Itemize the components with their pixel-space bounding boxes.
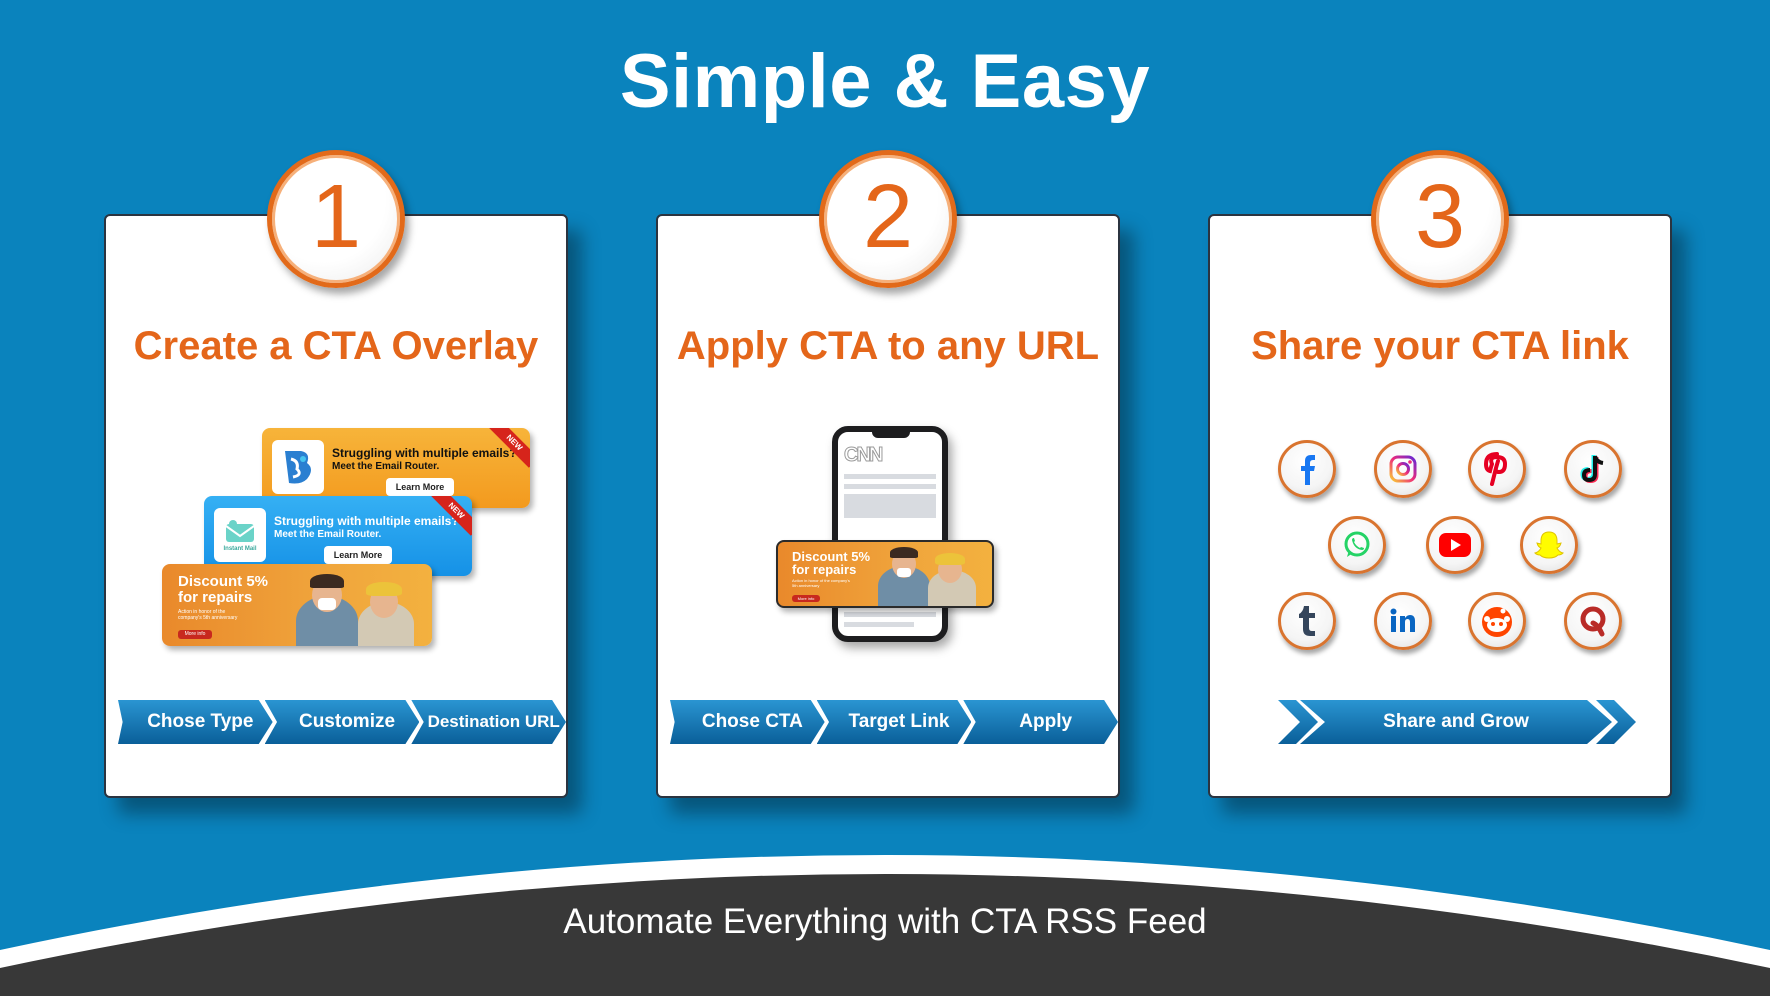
linkedin-icon[interactable] [1374,592,1432,650]
snapchat-icon[interactable] [1520,516,1578,574]
facebook-icon[interactable] [1278,440,1336,498]
placeholder-line [844,484,936,489]
step-card-apply: 2 Apply CTA to any URL CNN Discount 5% f… [656,150,1120,798]
card-title: Apply CTA to any URL [676,324,1100,368]
step-chose-cta: Chose CTA [670,700,825,744]
pinterest-icon[interactable] [1468,440,1526,498]
instagram-icon[interactable] [1374,440,1432,498]
learn-more-button: Learn More [386,478,454,496]
step-destination-url: Destination URL [411,700,567,744]
overlay-title: Struggling with multiple emails? [332,446,517,460]
placeholder-line [844,474,936,479]
overlay-subtitle: Meet the Email Router. [274,529,382,540]
overlay-preview-discount: Discount 5% for repairs Action in honor … [162,564,432,646]
page-title: Simple & Easy [619,39,1151,124]
cta-overlay-on-phone: Discount 5% for repairs Action in honor … [776,540,994,608]
step-chevrons: Chose Type Customize Destination URL [118,700,567,744]
step-chose-type: Chose Type [118,700,273,744]
more-info-button: More info [792,595,820,602]
step-apply: Apply [963,700,1119,744]
promo-subtitle: Action in honor of the company's 5th ann… [792,578,850,588]
promo-subtitle: Action in honor of the company's 5th ann… [178,609,238,621]
instant-mail-logo-icon: Instant Mail [214,508,266,562]
youtube-icon[interactable] [1426,516,1484,574]
step-number-badge: 1 [267,150,405,288]
promo-title: Discount 5% [178,573,269,590]
step-target-link: Target Link [816,700,972,744]
promo-title: Discount 5% [792,549,871,564]
promo-title-line2: for repairs [792,562,857,577]
step-customize: Customize [264,700,420,744]
step-share-and-grow: Share and Grow [1300,700,1612,744]
share-chevron: Share and Grow [1278,700,1636,744]
step-number-badge: 2 [819,150,957,288]
footer-text: Automate Everything with CTA RSS Feed [563,902,1207,941]
placeholder-line [844,622,914,627]
card-title: Share your CTA link [1251,324,1629,368]
tumblr-icon[interactable] [1278,592,1336,650]
promo-title-line2: for repairs [178,589,253,606]
site-logo: CNN [843,444,883,467]
placeholder-line [844,612,936,617]
step-chevrons: Chose CTA Target Link Apply [670,700,1119,744]
learn-more-button: Learn More [324,546,392,564]
overlay-preview-instant-mail: Instant Mail Struggling with multiple em… [204,496,472,576]
step-card-create: 1 Create a CTA Overlay Struggling with m… [104,150,568,798]
overlay-preview-email-router: Struggling with multiple emails? Meet th… [262,428,530,508]
more-info-button: More info [178,630,212,639]
overlay-subtitle: Meet the Email Router. [332,461,440,472]
quora-icon[interactable] [1564,592,1622,650]
footer-banner [0,855,1770,996]
bird-logo-icon [272,440,324,494]
whatsapp-icon[interactable] [1328,516,1386,574]
step-card-share: 3 Share your CTA link Share and Grow [1208,150,1672,798]
logo-caption: Instant Mail [223,546,257,552]
phone-mockup: CNN [832,426,948,642]
overlay-title: Struggling with multiple emails? [274,514,459,528]
card-title: Create a CTA Overlay [133,324,539,368]
phone-notch [872,432,910,438]
placeholder-block [844,494,936,518]
step-number-badge: 3 [1371,150,1509,288]
tiktok-icon[interactable] [1564,440,1622,498]
reddit-icon[interactable] [1468,592,1526,650]
